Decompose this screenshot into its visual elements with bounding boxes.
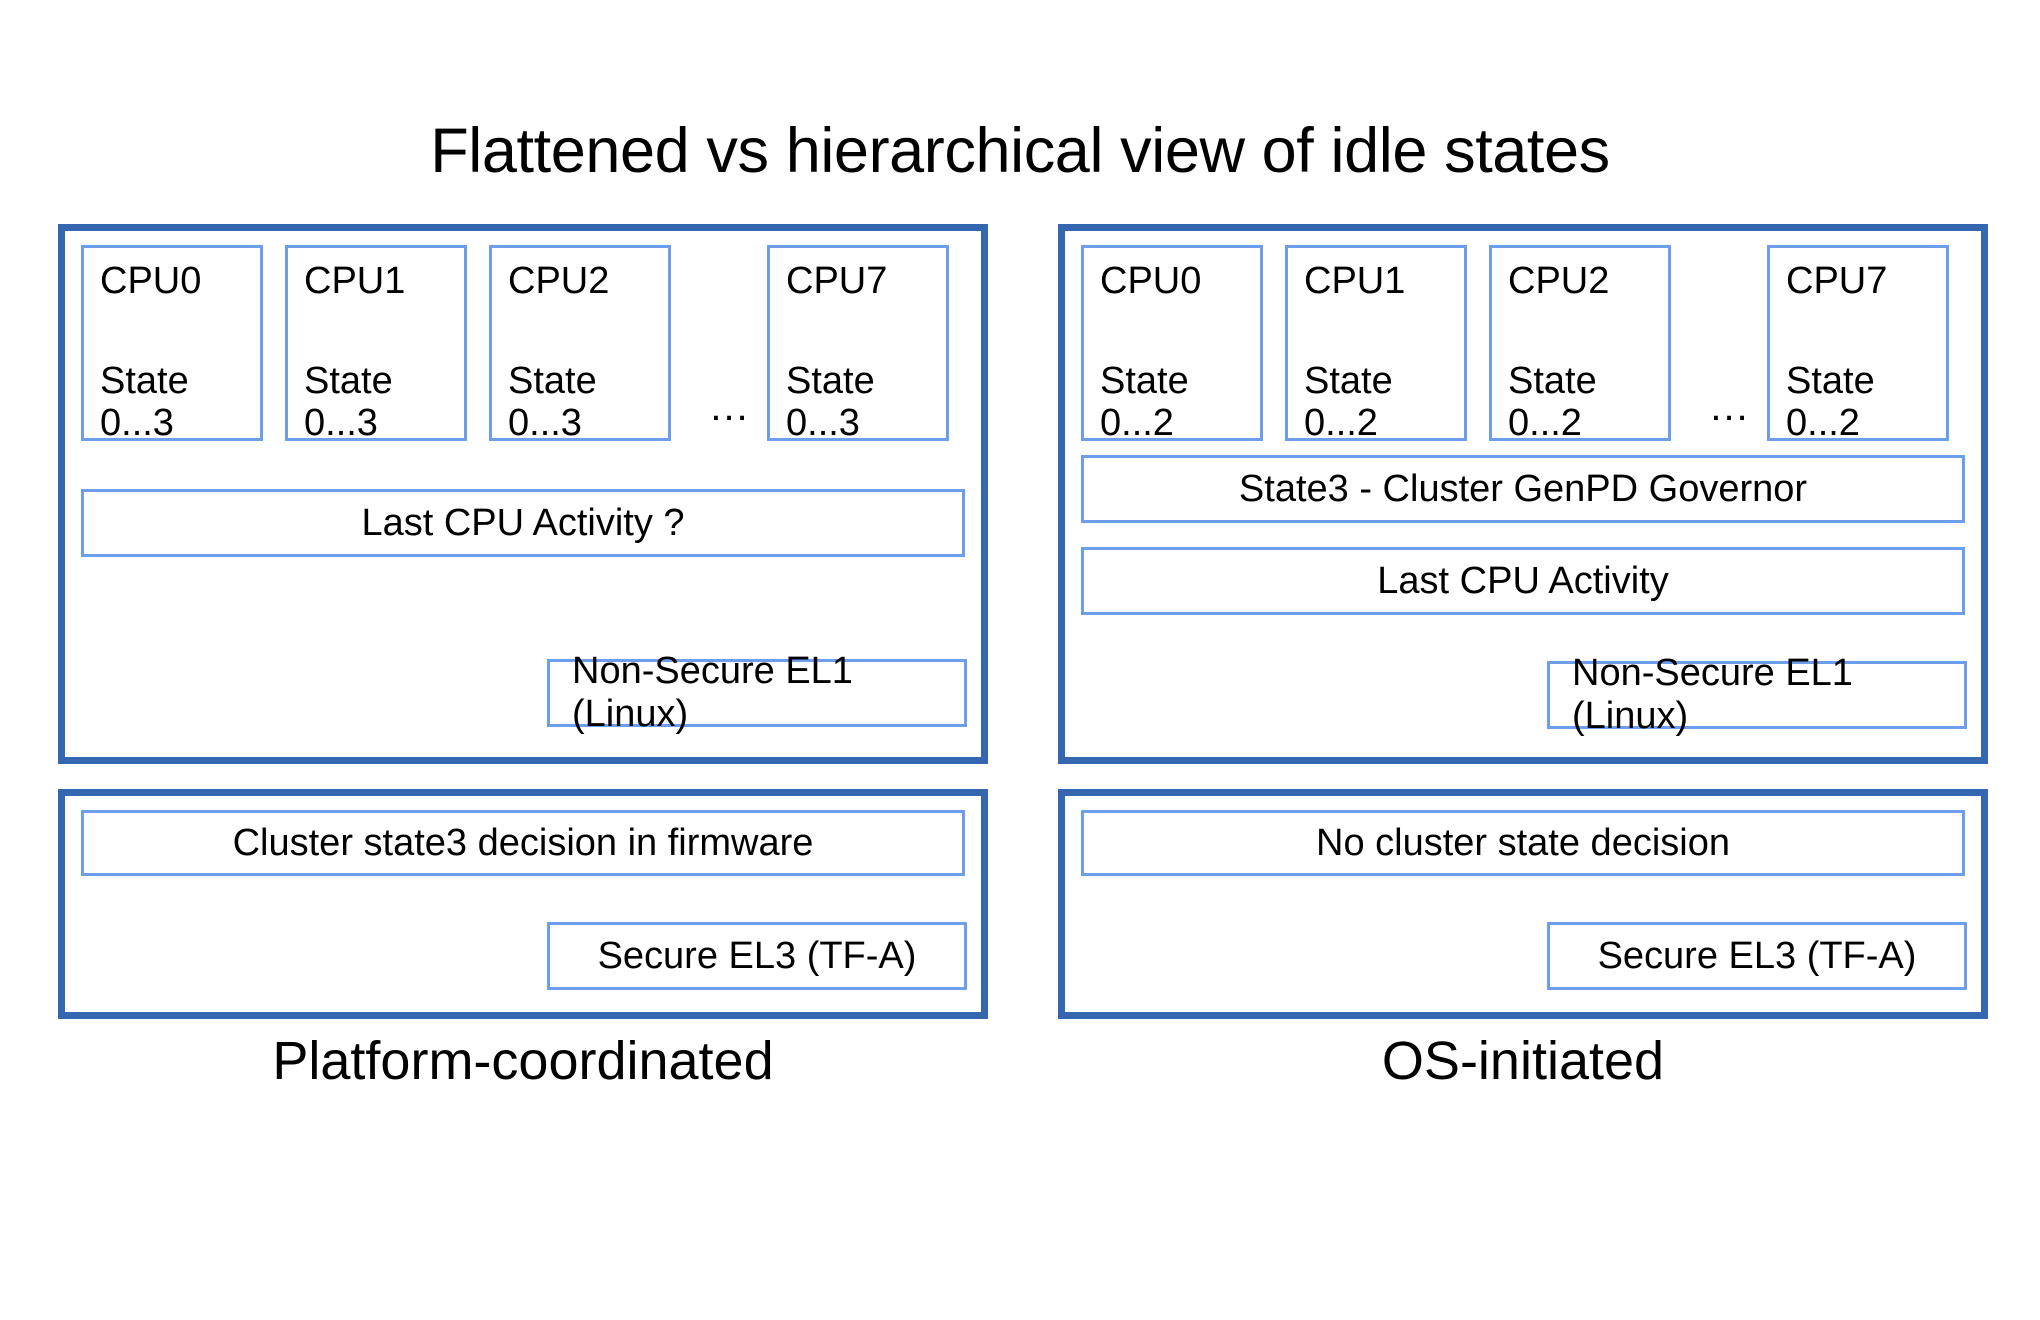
cluster-state-decision-bar-right[interactable]: No cluster state decision bbox=[1081, 810, 1965, 876]
cpu-state-label: State bbox=[1100, 360, 1189, 402]
cpu-row-right: CPU0 State 0...2 CPU1 State 0...2 CPU2 S… bbox=[1081, 245, 1965, 444]
cpu-state-range: 0...2 bbox=[1508, 402, 1582, 444]
cpu-box-cpu0-right[interactable]: CPU0 State 0...2 bbox=[1081, 245, 1263, 444]
cpu-state-range: 0...2 bbox=[1100, 402, 1174, 444]
non-secure-el1-panel-right: CPU0 State 0...2 CPU1 State 0...2 CPU2 S… bbox=[1058, 224, 1988, 764]
non-secure-el1-tag-right: Non-Secure EL1 (Linux) bbox=[1547, 652, 1967, 737]
cpu-state-label: State bbox=[304, 360, 393, 402]
cpu-name-label: CPU0 bbox=[100, 260, 202, 302]
cpu-ellipsis-right: ... bbox=[1710, 385, 1750, 429]
cluster-state-decision-bar-left[interactable]: Cluster state3 decision in firmware bbox=[81, 810, 965, 876]
cpu-name-label: CPU1 bbox=[1304, 260, 1406, 302]
non-secure-el1-tag-left: Non-Secure EL1 (Linux) bbox=[547, 650, 967, 735]
cpu-name-label: CPU0 bbox=[1100, 260, 1202, 302]
cpu-state-label: State bbox=[508, 360, 597, 402]
non-secure-el1-panel-left: CPU0 State 0...3 CPU1 State 0...3 CPU2 S… bbox=[58, 224, 988, 764]
cpu-box-cpu0-left[interactable]: CPU0 State 0...3 bbox=[81, 245, 263, 444]
last-cpu-activity-bar-right[interactable]: Last CPU Activity bbox=[1081, 547, 1965, 615]
last-cpu-activity-bar-left[interactable]: Last CPU Activity ? bbox=[81, 489, 965, 557]
secure-el3-tag-right: Secure EL3 (TF-A) bbox=[1547, 922, 1967, 990]
cluster-genpd-governor-bar[interactable]: State3 - Cluster GenPD Governor bbox=[1081, 455, 1965, 523]
cpu-state-range: 0...3 bbox=[100, 402, 174, 444]
secure-el3-panel-left: Cluster state3 decision in firmware Secu… bbox=[58, 789, 988, 1019]
cpu-row-left: CPU0 State 0...3 CPU1 State 0...3 CPU2 S… bbox=[81, 245, 965, 444]
cpu-box-cpu2-right[interactable]: CPU2 State 0...2 bbox=[1489, 245, 1671, 444]
cpu-state-range: 0...2 bbox=[1786, 402, 1860, 444]
column-platform-coordinated: CPU0 State 0...3 CPU1 State 0...3 CPU2 S… bbox=[58, 224, 988, 1019]
column-os-initiated: CPU0 State 0...2 CPU1 State 0...2 CPU2 S… bbox=[1058, 224, 1988, 1019]
cpu-box-cpu7-right[interactable]: CPU7 State 0...2 bbox=[1767, 245, 1949, 444]
cpu-ellipsis-left: ... bbox=[710, 385, 750, 429]
secure-el3-tag-left: Secure EL3 (TF-A) bbox=[547, 922, 967, 990]
cpu-box-cpu1-right[interactable]: CPU1 State 0...2 bbox=[1285, 245, 1467, 444]
cpu-state-label: State bbox=[786, 360, 875, 402]
cpu-name-label: CPU2 bbox=[1508, 260, 1610, 302]
cpu-name-label: CPU2 bbox=[508, 260, 610, 302]
cpu-state-range: 0...3 bbox=[508, 402, 582, 444]
cpu-name-label: CPU7 bbox=[786, 260, 888, 302]
cpu-state-range: 0...2 bbox=[1304, 402, 1378, 444]
caption-platform-coordinated: Platform-coordinated bbox=[272, 1031, 774, 1091]
page-title: Flattened vs hierarchical view of idle s… bbox=[430, 116, 1610, 186]
cpu-box-cpu2-left[interactable]: CPU2 State 0...3 bbox=[489, 245, 671, 444]
cpu-state-range: 0...3 bbox=[304, 402, 378, 444]
cpu-box-cpu1-left[interactable]: CPU1 State 0...3 bbox=[285, 245, 467, 444]
cpu-state-label: State bbox=[1304, 360, 1393, 402]
cpu-name-label: CPU7 bbox=[1786, 260, 1888, 302]
cpu-box-cpu7-left[interactable]: CPU7 State 0...3 bbox=[767, 245, 949, 444]
cpu-name-label: CPU1 bbox=[304, 260, 406, 302]
cpu-state-range: 0...3 bbox=[786, 402, 860, 444]
cpu-state-label: State bbox=[1508, 360, 1597, 402]
cpu-state-label: State bbox=[100, 360, 189, 402]
secure-el3-panel-right: No cluster state decision Secure EL3 (TF… bbox=[1058, 789, 1988, 1019]
caption-os-initiated: OS-initiated bbox=[1381, 1031, 1665, 1091]
cpu-state-label: State bbox=[1786, 360, 1875, 402]
